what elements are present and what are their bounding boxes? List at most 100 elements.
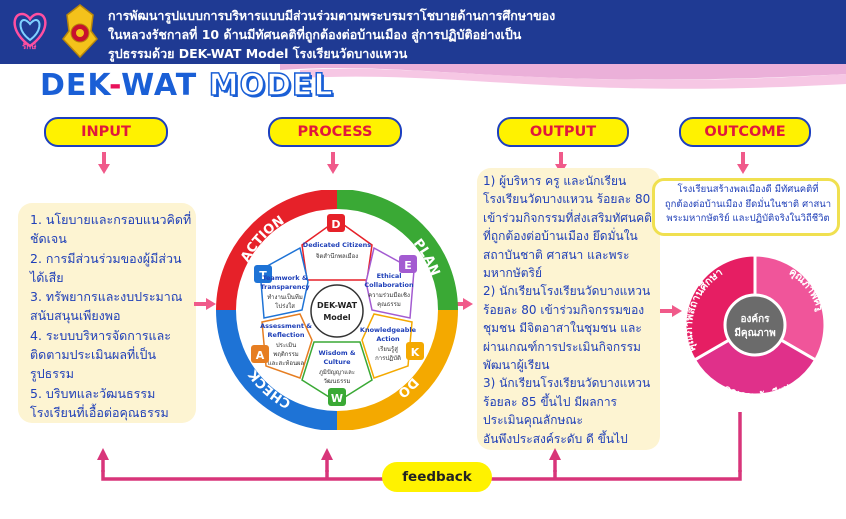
petal-a-desc-2: พฤติกรรม <box>273 351 299 358</box>
outcome-line: โรงเรียนสร้างพลเมืองดี มีทัศนคติที่ <box>677 184 819 195</box>
input-panel <box>18 203 196 423</box>
badge-a-letter: A <box>256 349 265 362</box>
plan-arc <box>336 190 458 311</box>
header-line-3: รูปธรรมด้วย DEK-WAT Model โรงเรียนวัดบาง… <box>108 46 408 61</box>
output-item: ผ่านเกณฑ์การประเมินกิจกรรม <box>483 339 641 354</box>
input-item: 4. ระบบบริหารจัดการและ <box>30 327 171 343</box>
input-item: ได้เสีย <box>30 269 64 285</box>
petal-d-desc: จิตสำนึกพลเมือง <box>315 252 358 260</box>
petal-a-desc-1: ประเมิน <box>276 342 296 349</box>
outcome-line: ถูกต้องต่อบ้านเมือง ยึดมั่นในชาติ ศาสนา <box>664 198 832 210</box>
input-label: INPUT <box>44 117 168 147</box>
petal-w-title-1: Wisdom & <box>318 349 355 357</box>
output-list: 1) ผู้บริหาร ครู และนักเรียน โรงเรียนวัด… <box>483 172 661 448</box>
petal-a-desc-3: และสะท้อนผล <box>268 360 305 367</box>
petal-t-desc-1: ทำงานเป็นทีม <box>267 292 303 301</box>
process-wheel: ACTION PLAN DO CHECK DEK-WAT Model D E K… <box>216 190 458 430</box>
pie-center-line-2: มีคุณภาพ <box>734 327 776 339</box>
output-item: ร้อยละ 85 ขึ้นไป มีผลการ <box>483 394 617 409</box>
header-title: การพัฒนารูปแบบการบริหารแบบมีส่วนร่วมตามพ… <box>108 6 808 63</box>
center-line-1: DEK-WAT <box>317 301 358 310</box>
input-list: 1. นโยบายและกรอบแนวคิดที่ ชัดเจน 2. การม… <box>30 210 195 422</box>
output-item: 1) ผู้บริหาร ครู และนักเรียน <box>483 174 627 188</box>
feedback-label: feedback <box>382 462 492 492</box>
badge-k <box>406 342 424 360</box>
header-line-2: ในหลวงรัชกาลที่ 10 ด้านมีทัศนคติที่ถูกต้… <box>108 27 522 42</box>
petal-k-title-2: Action <box>376 335 400 343</box>
model-title-dash: - <box>109 68 122 103</box>
outcome-line: พระมหากษัตริย์ และปฏิบัติจริงในวิถีชีวิต <box>666 213 830 224</box>
model-title-wat: WAT <box>121 68 198 103</box>
center-line-2: Model <box>323 313 351 322</box>
input-item: ชัดเจน <box>30 231 67 247</box>
header-line-1: การพัฒนารูปแบบการบริหารแบบมีส่วนร่วมตามพ… <box>108 8 556 23</box>
output-item: มหากษัตริย์ <box>483 266 543 281</box>
quality-pie: องค์กร มีคุณภาพ คุณภาพสถานศึกษา คุณภาพคร… <box>683 253 827 400</box>
petal-e-title-2: Collaboration <box>364 281 414 289</box>
pie-center-line-1: องค์กร <box>740 313 770 325</box>
feedback-loop <box>97 412 742 481</box>
outcome-arrow-down <box>737 152 749 174</box>
badge-e-letter: E <box>404 259 412 272</box>
output-to-outcome-arrow <box>660 305 682 317</box>
model-title: DEK-WAT MODEL <box>40 67 334 104</box>
petal-a-title-2: Reflection <box>268 331 305 339</box>
output-item: สถาบันชาติ ศาสนา และพระ <box>483 247 630 262</box>
input-to-process-arrow <box>194 298 216 310</box>
badge-e <box>399 255 417 273</box>
input-item: ติดตามประเมินผลที่เป็น <box>30 347 157 363</box>
output-item: เข้าร่วมกิจกรรมที่ส่งเสริมทัศนคติ <box>483 210 652 225</box>
petal-t-desc-2: โปร่งใส <box>275 302 295 310</box>
petal-e-title-1: Ethical <box>377 272 402 280</box>
petal-t-title-1: Teamwork & <box>262 274 307 282</box>
input-item: 2. การมีส่วนร่วมของผู้มีส่วน <box>30 250 182 266</box>
do-arc <box>336 309 458 430</box>
petal-k-desc-2: การปฏิบัติ <box>375 355 401 362</box>
petal-d <box>301 219 373 281</box>
petal-e-desc-2: คุณธรรม <box>377 301 401 308</box>
output-item: โรงเรียนวัดบางแหวน ร้อยละ 80 <box>483 192 651 207</box>
school-emblem <box>57 3 103 59</box>
pie-center <box>723 293 787 357</box>
header-wave <box>0 64 846 100</box>
badge-t-letter: T <box>259 269 267 282</box>
badge-k-letter: K <box>411 346 420 359</box>
input-item: 3. ทรัพยากรและงบประมาณ <box>30 289 183 305</box>
petal-d-title: Dedicated Citizens <box>303 241 372 249</box>
input-arrow-down <box>98 152 110 174</box>
process-arrow-down <box>327 152 339 174</box>
petal-t-title-2: Transparency <box>260 283 310 291</box>
model-title-dek: DEK <box>40 68 110 103</box>
badge-d-letter: D <box>331 218 340 231</box>
process-to-output-arrow <box>451 298 473 310</box>
petal-e-desc-1: ความร่วมมือเชิง <box>368 291 410 299</box>
petal-k-desc-1: เรียนรู้สู่ <box>378 345 398 353</box>
petal-k <box>361 313 413 379</box>
output-item: 3) นักเรียนโรงเรียนวัดบางแหวน <box>483 376 651 391</box>
badge-t <box>254 265 272 283</box>
petal-k-title-1: Knowledgeable <box>360 326 417 334</box>
output-item: พัฒนาผู้เรียน <box>483 358 550 373</box>
petal-a-title-1: Assessment & <box>260 322 312 330</box>
output-item: ร้อยละ 80 เข้าร่วมกิจกรรมของ <box>483 302 645 317</box>
petal-w-desc-1: ภูมิปัญญาและ <box>319 369 355 376</box>
center-circle <box>310 284 364 338</box>
check-arc <box>216 309 338 430</box>
badge-a <box>251 345 269 363</box>
petal-w-title-2: Culture <box>324 358 352 366</box>
output-item: ที่ถูกต้องต่อบ้านเมือง ยึดมั่นใน <box>483 229 638 244</box>
badge-w-letter: W <box>331 392 343 405</box>
petal-w-desc-2: วัฒนธรรม <box>324 378 351 385</box>
heart-logo: รักษ์ <box>8 6 52 54</box>
input-item: 1. นโยบายและกรอบแนวคิดที่ <box>30 212 192 227</box>
logo-text: รักษ์ <box>22 42 37 51</box>
outcome-text: โรงเรียนสร้างพลเมืองดี มีทัศนคติที่ ถูกต… <box>658 183 838 227</box>
outcome-box <box>652 178 840 236</box>
output-item: อันพึงประสงค์ระดับ ดี ขึ้นไป <box>483 431 628 446</box>
badge-d <box>327 214 345 232</box>
action-arc <box>216 190 338 311</box>
output-label: OUTPUT <box>497 117 629 147</box>
badge-w <box>328 388 346 406</box>
output-item: ชุมชน มีจิตอาสาในชุมชน และ <box>483 321 642 336</box>
model-title-model: MODEL <box>208 67 334 104</box>
